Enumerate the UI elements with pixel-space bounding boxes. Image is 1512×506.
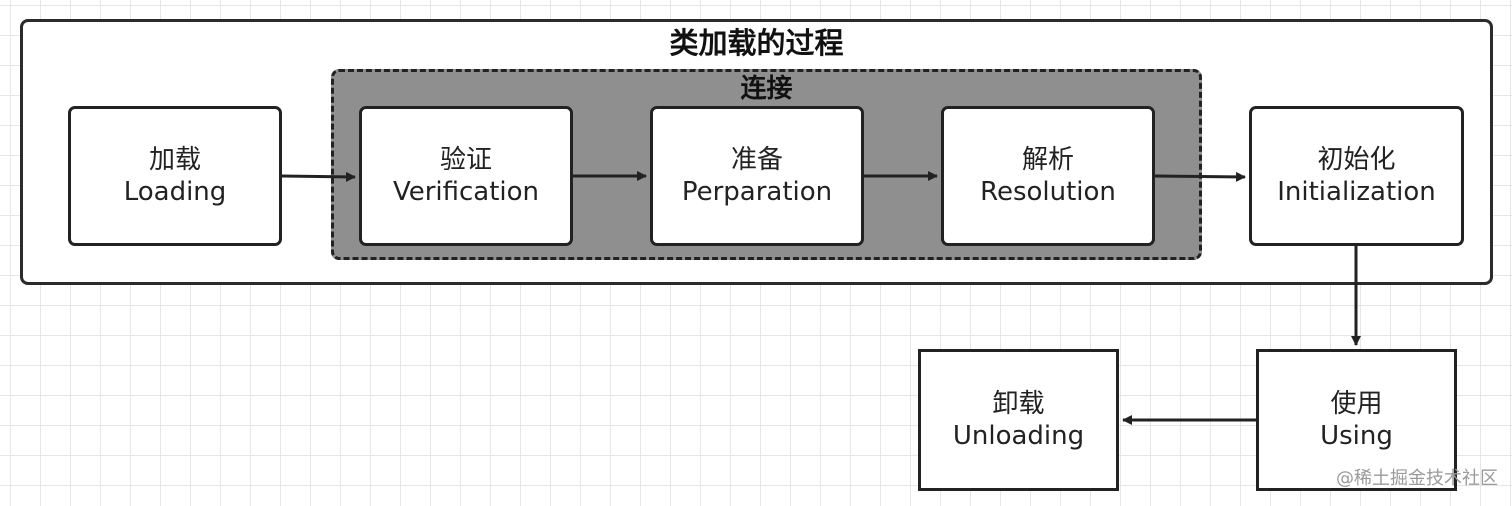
diagram-title: 类加载的过程 (669, 26, 844, 60)
node-initialization-en: Initialization (1277, 177, 1436, 207)
node-loading-en: Loading (123, 177, 227, 207)
node-loading-zh: 加载 (148, 145, 201, 175)
node-using-zh: 使用 (1330, 389, 1383, 419)
node-unloading-en: Unloading (952, 421, 1085, 451)
node-initialization: 初始化 Initialization (1249, 106, 1464, 246)
node-verification: 验证 Verification (359, 106, 573, 246)
node-resolution: 解析 Resolution (941, 106, 1155, 246)
node-unloading: 卸载 Unloading (918, 349, 1119, 491)
node-resolution-en: Resolution (980, 177, 1116, 207)
watermark: @稀土掘金技术社区 (1336, 468, 1498, 489)
node-loading: 加载 Loading (68, 106, 282, 246)
node-initialization-zh: 初始化 (1317, 145, 1396, 175)
node-resolution-zh: 解析 (1021, 145, 1074, 175)
node-preparation-en: Perparation (681, 177, 833, 207)
node-using: 使用 Using (1256, 349, 1457, 491)
node-verification-en: Verification (392, 177, 540, 207)
node-using-en: Using (1320, 421, 1393, 451)
linking-group-label: 连接 (740, 74, 793, 104)
node-preparation-zh: 准备 (730, 145, 783, 175)
node-verification-zh: 验证 (439, 145, 492, 175)
node-unloading-zh: 卸载 (992, 389, 1045, 419)
node-preparation: 准备 Perparation (650, 106, 864, 246)
